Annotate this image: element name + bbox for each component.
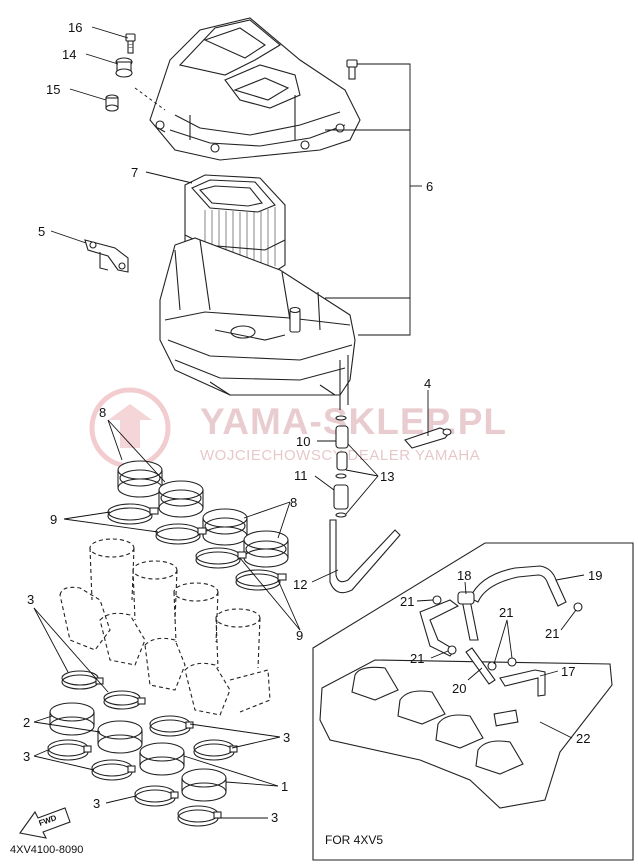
- diagram-code: 4XV4100-8090: [10, 844, 83, 856]
- breather-hose-assembly: [329, 415, 401, 594]
- callout-3-bottom-left: 3: [93, 796, 100, 811]
- callout-11: 11: [294, 468, 308, 483]
- callout-17: 17: [561, 664, 575, 679]
- callout-21-c: 21: [545, 626, 559, 641]
- callout-21-d: 21: [410, 651, 424, 666]
- intake-joint-8-c: [202, 508, 248, 546]
- leader-lines: [33, 26, 585, 819]
- inset-caption: FOR 4XV5: [325, 833, 383, 847]
- callout-13: 13: [380, 469, 394, 484]
- callout-21-a: 21: [400, 594, 414, 609]
- air-box-cover: [149, 17, 361, 161]
- callout-4: 4: [424, 376, 431, 391]
- callout-22: 22: [576, 731, 590, 746]
- intake-joint-8-d: [243, 530, 289, 568]
- callout-9-right: 9: [296, 628, 303, 643]
- callout-12: 12: [293, 577, 307, 592]
- watermark: YAMA-SKLEP.PL WOJCIECHOWSCY DEALER YAMAH…: [89, 387, 507, 469]
- cover-screw-16: [125, 33, 136, 54]
- callout-3-left-middle: 3: [23, 749, 30, 764]
- callout-5: 5: [38, 224, 45, 239]
- case-screw-6: [346, 59, 358, 80]
- fwd-arrow: FWD: [19, 807, 71, 839]
- callout-19: 19: [588, 568, 602, 583]
- grommet-14: [115, 57, 133, 78]
- air-box-case: [159, 237, 356, 410]
- joint-1-b: [181, 768, 227, 802]
- callout-7: 7: [131, 165, 138, 180]
- intake-joint-8-a: [117, 460, 163, 498]
- callout-2: 2: [23, 715, 30, 730]
- callout-10: 10: [296, 434, 310, 449]
- watermark-logo-icon: [108, 404, 152, 448]
- intake-joints: [107, 460, 289, 591]
- callout-3-bottom-right: 3: [271, 810, 278, 825]
- clamp-4: [404, 427, 452, 449]
- callout-15: 15: [46, 82, 60, 97]
- callout-8-right: 8: [290, 495, 297, 510]
- callout-9-left: 9: [50, 512, 57, 527]
- lower-joints: [47, 670, 238, 827]
- inset-for-4xv5: [312, 542, 634, 861]
- intake-joint-8-b: [158, 480, 204, 518]
- joint-1-a: [139, 742, 185, 776]
- callout-labels: 16 14 15 7 5 6 4 10 11 13 12 8 8 9 9 3 2…: [23, 20, 602, 825]
- callout-6: 6: [426, 179, 433, 194]
- carburetor-assembly: [59, 538, 271, 716]
- callout-16: 16: [68, 20, 82, 35]
- joint-2-b: [97, 720, 143, 754]
- joint-2-a: [49, 702, 95, 736]
- callout-3-right: 3: [283, 730, 290, 745]
- callout-18: 18: [457, 568, 471, 583]
- collar-15: [105, 94, 119, 112]
- callout-14: 14: [62, 47, 76, 62]
- bracket-5: [84, 239, 129, 273]
- callout-20: 20: [452, 681, 466, 696]
- callout-21-b: 21: [499, 605, 513, 620]
- callout-3-upper-left: 3: [27, 592, 34, 607]
- callout-8-left: 8: [99, 405, 106, 420]
- watermark-brand: YAMA-SKLEP.PL: [200, 401, 507, 442]
- callout-1: 1: [281, 779, 288, 794]
